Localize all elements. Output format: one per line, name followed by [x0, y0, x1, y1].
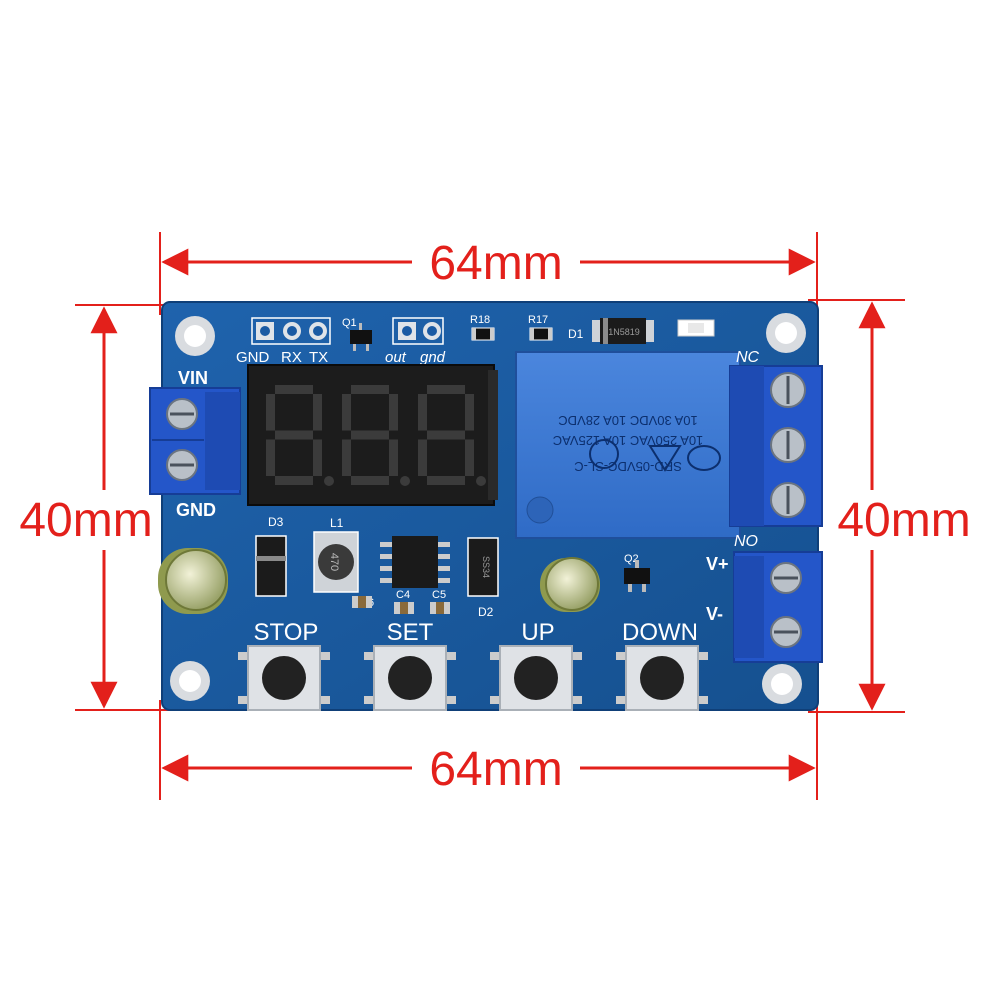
dimension-right-label: 40mm: [837, 494, 970, 547]
display-segment: [389, 439, 398, 476]
display-segment: [266, 439, 275, 476]
output-pads: [392, 317, 444, 345]
display-segment: [427, 385, 465, 394]
dimension-bottom-label: 64mm: [429, 743, 562, 796]
label-v-minus: V-: [706, 604, 723, 624]
label-down: DOWN: [622, 619, 698, 646]
dimension-right: 40mm: [808, 299, 971, 713]
down-button[interactable]: [616, 645, 708, 711]
relay-module-board: GND RX TX Q1 out gnd R18 R17 D1: [149, 301, 823, 711]
capacitor-c5: [430, 602, 450, 614]
display-segment: [351, 476, 389, 485]
display-segment: [275, 430, 313, 440]
label-no: NO: [734, 533, 758, 550]
inductor-l1: 470: [313, 531, 359, 593]
diode-d2-code: SS34: [481, 556, 491, 578]
label-d1: D1: [568, 327, 584, 341]
stop-button[interactable]: [238, 645, 330, 711]
display-segment: [275, 385, 313, 394]
transistor-q2: [624, 560, 650, 592]
relay-cert-marks: [589, 439, 721, 472]
relay-rating-ac: 10A 250VAC 10A 125VAC: [553, 433, 704, 448]
label-out: out: [385, 349, 407, 366]
label-tx: TX: [309, 349, 328, 366]
display-segment: [351, 430, 389, 440]
label-d2: D2: [478, 605, 494, 619]
relay: SRD-05VDC-SL-C 10A 250VAC 10A 125VAC 10A…: [515, 351, 741, 539]
serial-header-pads: [251, 317, 331, 345]
label-stop: STOP: [254, 619, 319, 646]
display-segment: [418, 394, 427, 431]
dimension-top-label: 64mm: [429, 237, 562, 290]
label-d3: D3: [268, 515, 284, 529]
display-segment: [427, 430, 465, 440]
display-decimal-point: [324, 476, 334, 486]
set-button[interactable]: [364, 645, 456, 711]
relay-rating-dc: 10A 30VDC 10A 28VDC: [558, 413, 697, 428]
mounting-hole-bottom-left: [170, 661, 210, 701]
label-vin: VIN: [178, 368, 208, 388]
status-led: [677, 319, 715, 337]
display-segment: [465, 439, 474, 476]
diode-d3: [255, 535, 287, 597]
label-r17: R17: [528, 314, 548, 326]
diode-d1-code: 1N5819: [608, 327, 640, 337]
mounting-hole-bottom-right: [762, 664, 802, 704]
transistor-q1: [350, 323, 372, 351]
label-up: UP: [521, 619, 554, 646]
output-power-terminal-block: [733, 551, 823, 663]
label-c5: C5: [432, 589, 446, 601]
dimension-left-label: 40mm: [19, 494, 152, 547]
display-segment: [418, 439, 427, 476]
diode-d2: SS34: [467, 537, 499, 597]
vin-terminal-block: [149, 387, 241, 495]
display-decimal-point: [400, 476, 410, 486]
label-v-plus: V+: [706, 554, 729, 574]
label-gnd-input: GND: [176, 500, 216, 520]
dimension-top: 64mm: [159, 232, 818, 315]
display-segment: [275, 476, 313, 485]
label-gnd-out: gnd: [420, 349, 446, 366]
display-segment: [427, 476, 465, 485]
display-segment: [351, 385, 389, 394]
label-q1: Q1: [342, 317, 357, 329]
capacitor-left: [158, 548, 228, 614]
label-nc: NC: [736, 349, 760, 366]
label-rx: RX: [281, 349, 302, 366]
label-set: SET: [387, 619, 434, 646]
display-segment: [313, 394, 322, 431]
relay-terminal-block: [729, 365, 823, 527]
capacitor-c6: [352, 596, 372, 608]
inductor-code: 470: [328, 553, 340, 571]
capacitor-c4: [394, 602, 414, 614]
display-segment: [342, 394, 351, 431]
display-segment: [342, 439, 351, 476]
display-decimal-point: [476, 476, 486, 486]
ic-chip: [380, 536, 450, 588]
display-segment: [313, 439, 322, 476]
label-c4: C4: [396, 589, 410, 601]
mounting-hole-top-left: [175, 316, 215, 356]
display-digits: [266, 385, 486, 486]
display-segment: [266, 394, 275, 431]
label-gnd-header: GND: [236, 349, 270, 366]
mounting-hole-top-right: [766, 313, 806, 353]
display-segment: [465, 394, 474, 431]
dimension-bottom: 64mm: [159, 700, 818, 800]
relay-model: SRD-05VDC-SL-C: [574, 459, 682, 474]
label-l1: L1: [330, 516, 344, 530]
label-r18: R18: [470, 314, 490, 326]
resistor-r17: [529, 327, 553, 341]
resistor-r18: [471, 327, 495, 341]
display-segment: [389, 394, 398, 431]
up-button[interactable]: [490, 645, 582, 711]
capacitor-right: [540, 557, 600, 612]
diode-d1: 1N5819: [592, 318, 654, 344]
dimension-left: 40mm: [19, 304, 172, 711]
